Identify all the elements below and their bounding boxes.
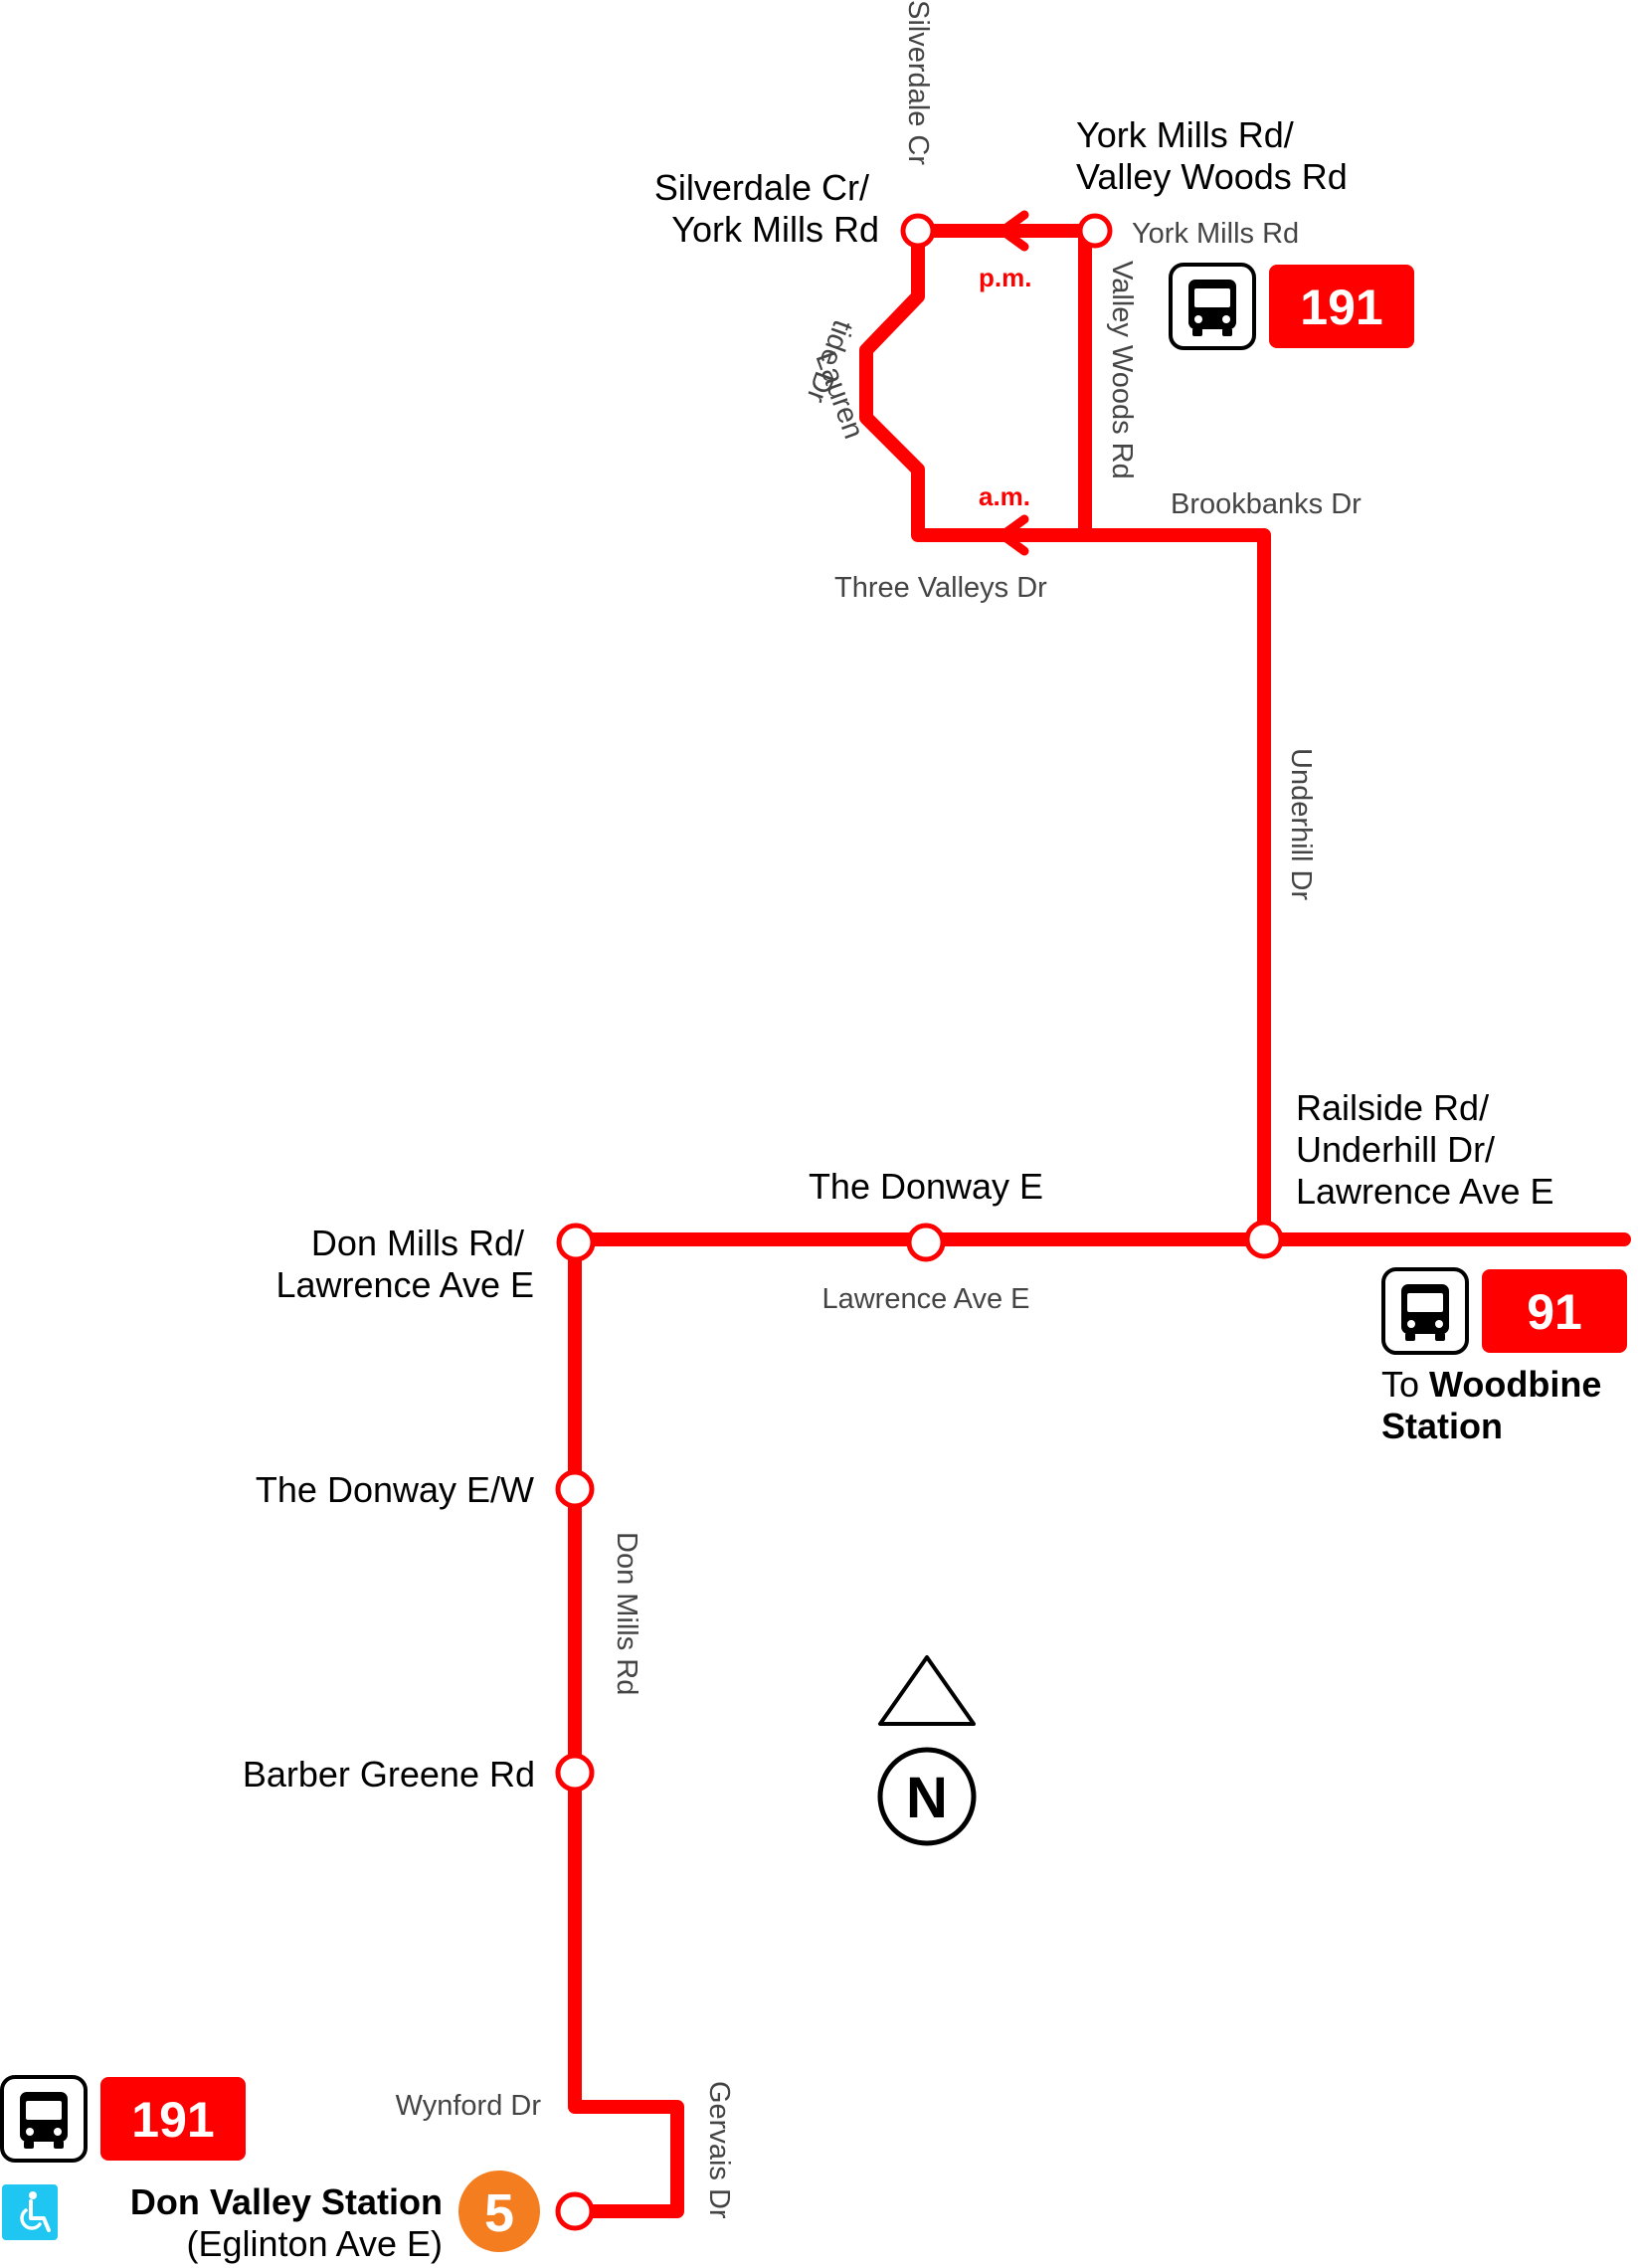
- stop-railside[interactable]: [1244, 1220, 1284, 1259]
- stop-label-barber-greene: Barber Greene Rd: [243, 1754, 535, 1795]
- stop-don-valley-station[interactable]: [555, 2191, 595, 2231]
- street-label-gervais-dr: Gervais Dr: [703, 2081, 735, 2219]
- street-label-silverdale-cr: Silverdale Cr: [902, 0, 934, 165]
- period-label-am: a.m.: [979, 481, 1030, 511]
- route-badge-91[interactable]: 91: [1381, 1267, 1627, 1355]
- stop-label-the-donway-e: The Donway E: [809, 1166, 1043, 1207]
- street-label-lawrence-ave-e: Lawrence Ave E: [821, 1283, 1029, 1315]
- stop-label-don-valley-sub: (Eglinton Ave E): [187, 2223, 443, 2264]
- street-label-three-valleys-dr: Three Valleys Dr: [834, 572, 1047, 604]
- route-badge-191-north[interactable]: 191: [1169, 263, 1414, 350]
- street-label-brookbanks-dr: Brookbanks Dr: [1171, 488, 1362, 520]
- connection-label: To Woodbine Station: [1381, 1364, 1611, 1446]
- period-label-pm: p.m.: [979, 263, 1031, 292]
- stop-label-silverdale: Silverdale Cr/ York Mills Rd: [654, 167, 879, 250]
- street-label-underhill-dr: Underhill Dr: [1285, 748, 1317, 900]
- subway-line-5-bullet[interactable]: 5: [458, 2171, 540, 2252]
- street-label-wynford-dr: Wynford Dr: [396, 2090, 542, 2122]
- stop-label-railside: Railside Rd/ Underhill Dr/ Lawrence Ave …: [1296, 1087, 1554, 1212]
- bus-icon: [0, 2075, 88, 2163]
- street-label-valley-woods-rd: Valley Woods Rd: [1106, 261, 1138, 479]
- accessible-icon: [2, 2184, 58, 2240]
- street-label-york-mills-rd: York Mills Rd: [1132, 218, 1299, 250]
- stop-label-york-mills-valley-woods: York Mills Rd/ Valley Woods Rd: [1076, 114, 1348, 197]
- street-label-don-mills-rd: Don Mills Rd: [611, 1532, 642, 1695]
- stop-label-don-mills-lawrence: Don Mills Rd/ Lawrence Ave E: [275, 1223, 534, 1305]
- bus-icon: [1381, 1267, 1469, 1355]
- stop-silverdale-york-mills[interactable]: [900, 213, 936, 249]
- north-arrow-icon: N: [877, 1655, 977, 1846]
- stop-barber-greene[interactable]: [555, 1753, 595, 1793]
- svg-text:N: N: [906, 1766, 948, 1830]
- direction-arrow-pm: [998, 210, 1029, 252]
- stop-label-the-donway-ew: The Donway E/W: [256, 1469, 534, 1510]
- svg-text:191: 191: [131, 2092, 214, 2148]
- stop-label-don-valley-station: Don Valley Station: [130, 2181, 443, 2222]
- stop-the-donway-e[interactable]: [906, 1223, 946, 1262]
- direction-arrow-am: [998, 514, 1029, 556]
- stop-york-mills-valley-woods[interactable]: [1077, 213, 1113, 249]
- svg-text:91: 91: [1527, 1284, 1582, 1340]
- route-191-line: [568, 224, 1631, 2218]
- route-badge-191-south[interactable]: 191: [0, 2075, 246, 2163]
- stop-the-donway-ew[interactable]: [555, 1469, 595, 1509]
- bus-icon: [1169, 263, 1256, 350]
- svg-text:191: 191: [1300, 280, 1382, 335]
- stop-don-mills-lawrence[interactable]: [556, 1223, 596, 1262]
- svg-text:5: 5: [484, 2183, 514, 2243]
